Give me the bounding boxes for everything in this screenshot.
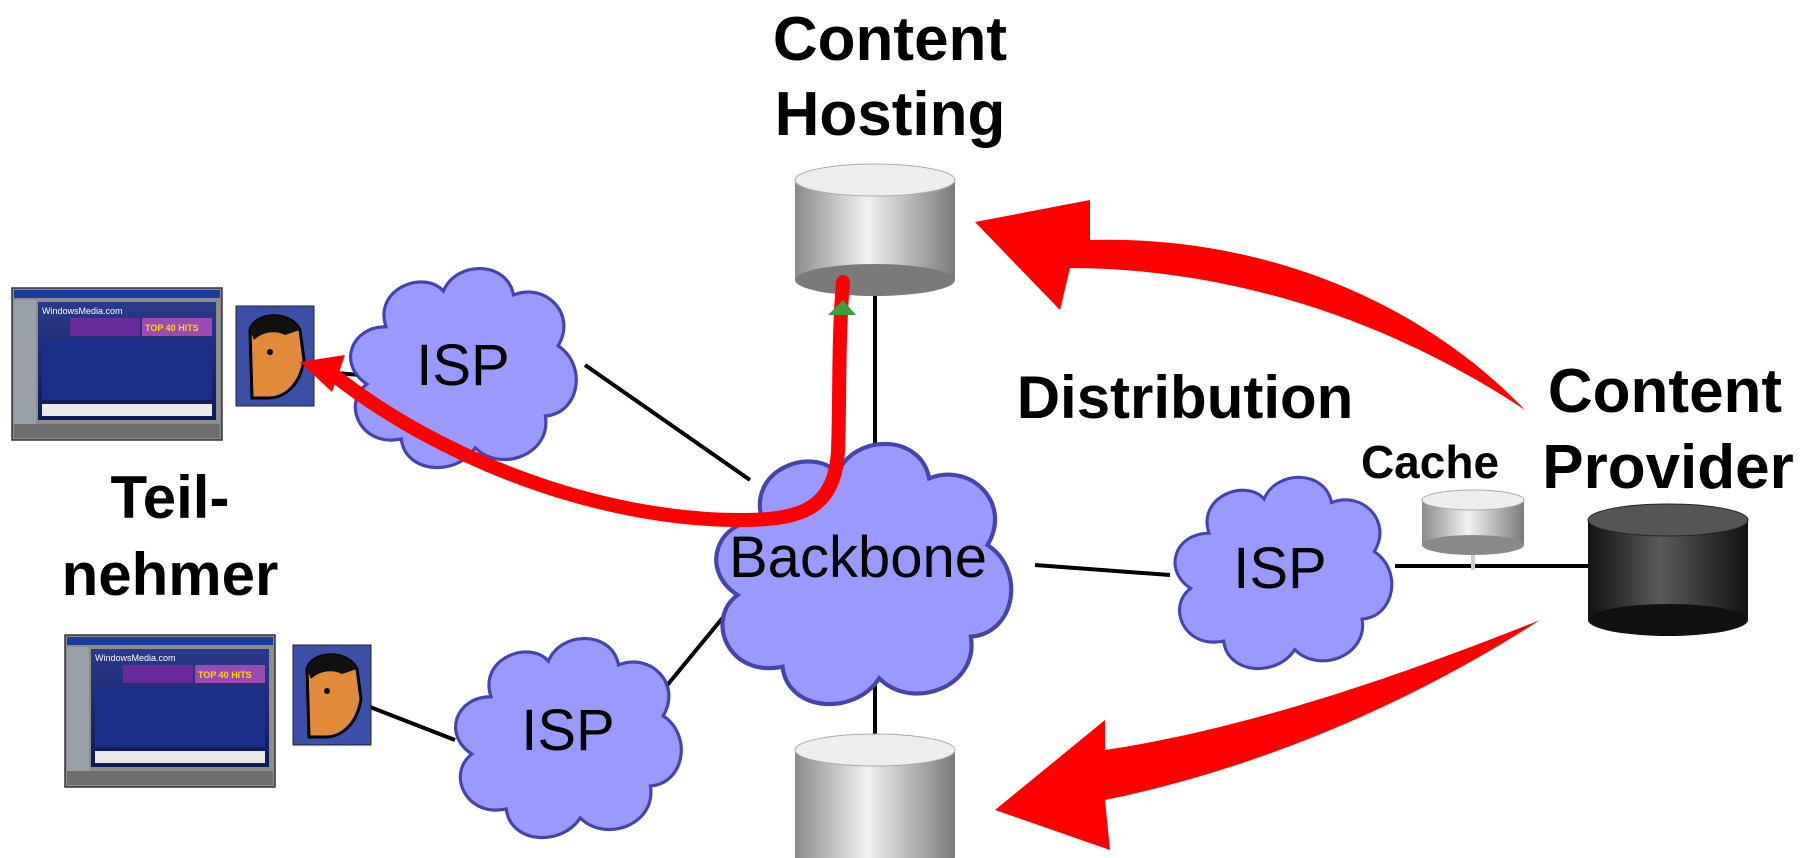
screen-banner: TOP 40 HITS	[145, 323, 199, 333]
content-hosting-label-line1: Content	[773, 5, 1007, 74]
content-provider-label-line2: Provider	[1542, 433, 1794, 502]
teilnehmer-label-line2: nehmer	[62, 541, 279, 608]
screen-thumbnail-bottom: WindowsMedia.com TOP 40 HITS	[64, 634, 276, 788]
user-face-icon	[292, 644, 372, 746]
cache-label: Cache	[1361, 436, 1499, 488]
distribution-arrow-top	[975, 200, 1525, 410]
isp-cloud-bottom-left: ISP	[454, 636, 683, 840]
stream-origin-marker	[828, 300, 856, 315]
distribution-label: Distribution	[1017, 364, 1354, 431]
content-hosting-server	[794, 163, 956, 296]
backbone-cloud: Backbone	[716, 444, 1011, 704]
bottom-server	[794, 733, 956, 858]
user-face-icon	[235, 305, 315, 407]
isp-cloud-right: ISP	[1173, 475, 1394, 671]
isp-cloud-top-left: ISP	[349, 266, 578, 470]
cache-server	[1421, 489, 1525, 555]
screen-banner: TOP 40 HITS	[198, 670, 252, 680]
screen-site-title: WindowsMedia.com	[95, 653, 176, 663]
content-provider-server	[1587, 503, 1749, 636]
content-hosting-label-line2: Hosting	[775, 80, 1006, 149]
isp-right-label: ISP	[1233, 536, 1327, 601]
isp-bottom-left-label: ISP	[521, 698, 615, 763]
link-backbone-isp-right	[1034, 563, 1171, 577]
link-isp-topleft-backbone	[583, 363, 752, 482]
stream-path	[323, 275, 850, 528]
teilnehmer-label-line1: Teil-	[111, 464, 230, 531]
link-user-bottom-isp	[364, 703, 456, 742]
screen-thumbnail-top: WindowsMedia.com TOP 40 HITS	[11, 287, 223, 441]
isp-top-left-label: ISP	[416, 333, 510, 398]
backbone-label: Backbone	[729, 525, 987, 590]
content-provider-label-line1: Content	[1548, 357, 1782, 426]
distribution-arrow-bottom	[995, 620, 1540, 850]
screen-site-title: WindowsMedia.com	[42, 306, 123, 316]
stream-arrowhead	[300, 355, 345, 392]
